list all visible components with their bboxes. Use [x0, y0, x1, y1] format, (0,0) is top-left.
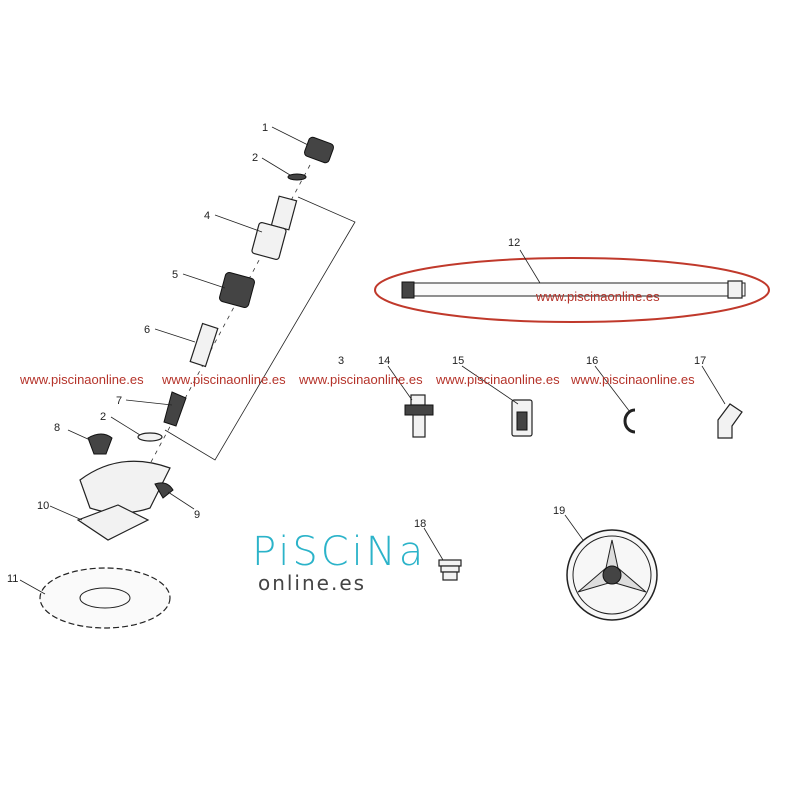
part-10-base — [76, 504, 150, 541]
part-4-hose-adapter — [251, 195, 298, 261]
assembly-axis — [119, 164, 311, 521]
part-1-cap — [303, 136, 335, 164]
part-19-wheel — [566, 529, 658, 621]
label-2: 2 — [252, 152, 258, 164]
watermark-1: www.piscinaonline.es — [19, 372, 144, 387]
logo-sub: online.es — [257, 571, 367, 595]
label-3: 3 — [338, 355, 344, 367]
label-5: 5 — [172, 269, 178, 281]
label-17: 17 — [694, 355, 706, 367]
logo-main: PiSCiNa — [252, 529, 427, 575]
part-12-hose — [401, 280, 746, 299]
label-6: 6 — [144, 324, 150, 336]
label-7: 7 — [116, 395, 122, 407]
watermark-hose: www.piscinaonline.es — [535, 289, 660, 304]
label-2b: 2 — [100, 411, 106, 423]
part-6-tube — [189, 322, 219, 368]
watermark-4: www.piscinaonline.es — [435, 372, 560, 387]
label-14: 14 — [378, 355, 390, 367]
part-2b-ring — [137, 432, 163, 442]
bracket-3 — [164, 196, 356, 461]
part-14-valve — [404, 394, 434, 438]
label-12: 12 — [508, 237, 520, 249]
watermark-3: www.piscinaonline.es — [298, 372, 423, 387]
label-10: 10 — [37, 500, 49, 512]
label-18: 18 — [414, 518, 426, 530]
watermark-5: www.piscinaonline.es — [570, 372, 695, 387]
label-15: 15 — [452, 355, 464, 367]
watermark-2: www.piscinaonline.es — [161, 372, 286, 387]
part-15-weight — [511, 399, 533, 437]
leader-lines — [19, 126, 726, 595]
part-18-cone — [438, 559, 462, 581]
label-1: 1 — [262, 122, 268, 134]
part-9-clip — [154, 482, 174, 499]
part-16-clip — [623, 408, 636, 434]
part-7-connector — [163, 391, 187, 427]
label-9: 9 — [194, 509, 200, 521]
highlight-ellipse — [374, 257, 770, 323]
label-19: 19 — [553, 505, 565, 517]
part-2-oring — [287, 173, 307, 181]
label-11: 11 — [7, 573, 18, 585]
part-5-swivel — [219, 272, 255, 308]
part-8-button — [87, 433, 113, 455]
piscina-online-logo: PiSCiNa online.es — [252, 529, 427, 595]
part-17-elbow — [717, 403, 743, 439]
label-8: 8 — [54, 422, 60, 434]
label-16: 16 — [586, 355, 598, 367]
label-4: 4 — [204, 210, 210, 222]
part-11-disc — [39, 567, 171, 629]
